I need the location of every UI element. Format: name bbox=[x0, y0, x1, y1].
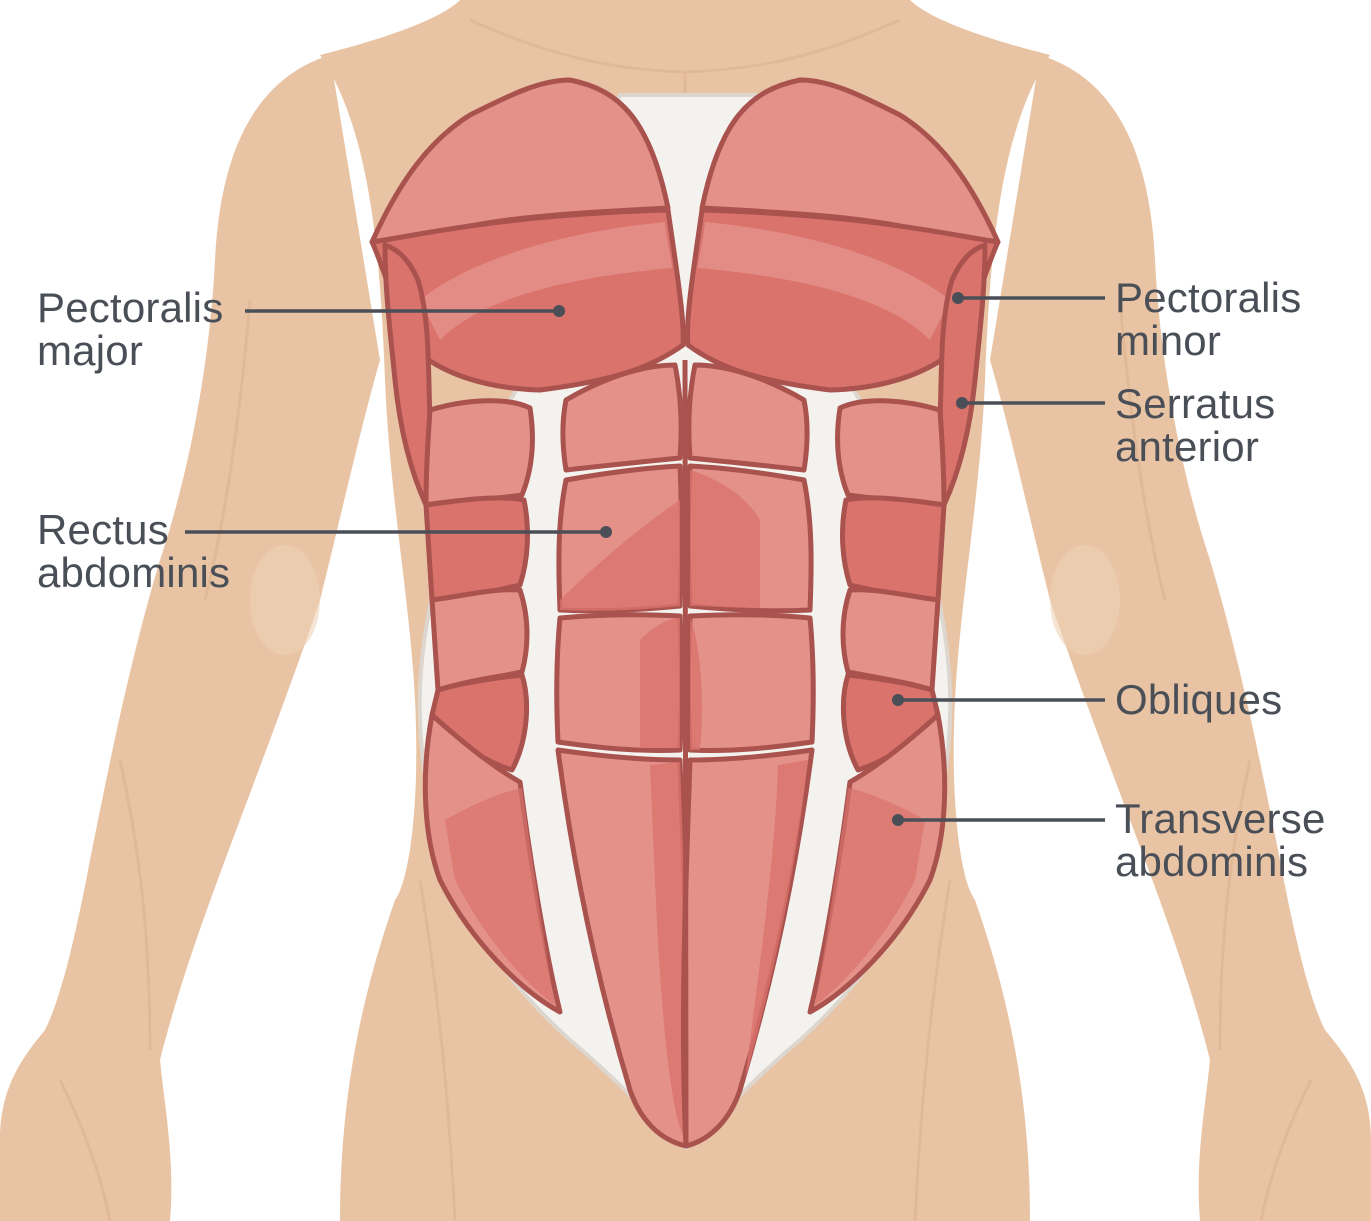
oblique-right-2 bbox=[840, 495, 947, 603]
label-serratus-anterior: Serratus anterior bbox=[1115, 382, 1275, 468]
dot-obliques bbox=[892, 694, 904, 706]
label-transverse-abdominis: Transverse abdominis bbox=[1115, 797, 1326, 883]
rectus-right-3-shade bbox=[690, 618, 702, 750]
rectus-left-4-shade bbox=[650, 762, 688, 1140]
label-transverse-abdominis-line1: Transverse bbox=[1115, 795, 1326, 842]
leader-lines bbox=[185, 292, 1105, 826]
rectus-right-1 bbox=[686, 362, 810, 473]
label-pectoralis-minor: Pectoralis minor bbox=[1115, 276, 1301, 362]
label-pectoralis-minor-line2: minor bbox=[1115, 317, 1222, 364]
label-pectoralis-major-line1: Pectoralis bbox=[37, 284, 224, 331]
label-rectus-abdominis-line1: Rectus bbox=[37, 506, 169, 553]
skin-detail-lines bbox=[58, 18, 1313, 1221]
skin-highlight-shapes bbox=[250, 545, 1120, 655]
label-pectoralis-minor-line1: Pectoralis bbox=[1115, 274, 1302, 321]
rectus-right-4-shade bbox=[745, 760, 808, 1080]
pec-major-left-highlight bbox=[420, 222, 672, 340]
right-arm bbox=[990, 55, 1371, 1221]
rectus-left-3-shade bbox=[640, 618, 680, 748]
pec-major-right-highlight bbox=[698, 222, 950, 340]
muscles bbox=[369, 77, 1001, 1149]
label-transverse-abdominis-line2: abdominis bbox=[1115, 838, 1309, 885]
rectus-right-2-shade bbox=[690, 470, 760, 608]
label-serratus-anterior-line1: Serratus bbox=[1115, 380, 1276, 427]
label-rectus-abdominis: Rectus abdominis bbox=[37, 508, 230, 594]
label-obliques-line1: Obliques bbox=[1115, 676, 1283, 723]
oblique-left-2 bbox=[423, 495, 530, 603]
dot-rectus-abdominis bbox=[600, 526, 612, 538]
rectus-left-1 bbox=[560, 362, 684, 473]
dot-transverse-abdominis bbox=[892, 814, 904, 826]
label-obliques: Obliques bbox=[1115, 678, 1282, 721]
dot-pectoralis-minor bbox=[952, 292, 964, 304]
label-rectus-abdominis-line2: abdominis bbox=[37, 549, 231, 596]
rectus-left-2-shade bbox=[560, 500, 680, 611]
oblique-left-1 bbox=[423, 398, 535, 508]
left-arm bbox=[0, 55, 380, 1221]
label-serratus-anterior-line2: anterior bbox=[1115, 423, 1260, 470]
dot-serratus-anterior bbox=[956, 397, 968, 409]
oblique-right-1 bbox=[835, 398, 947, 508]
oblique-left-3 bbox=[429, 587, 530, 693]
transverse-left-shade bbox=[445, 788, 555, 1005]
linea-alba bbox=[682, 359, 689, 1149]
transverse-right-shade bbox=[815, 788, 925, 1005]
dot-pectoralis-major bbox=[553, 305, 565, 317]
label-pectoralis-major-line2: major bbox=[37, 327, 144, 374]
label-pectoralis-major: Pectoralis major bbox=[37, 286, 223, 372]
rectus-right-3 bbox=[686, 612, 816, 754]
oblique-right-3 bbox=[840, 587, 941, 693]
